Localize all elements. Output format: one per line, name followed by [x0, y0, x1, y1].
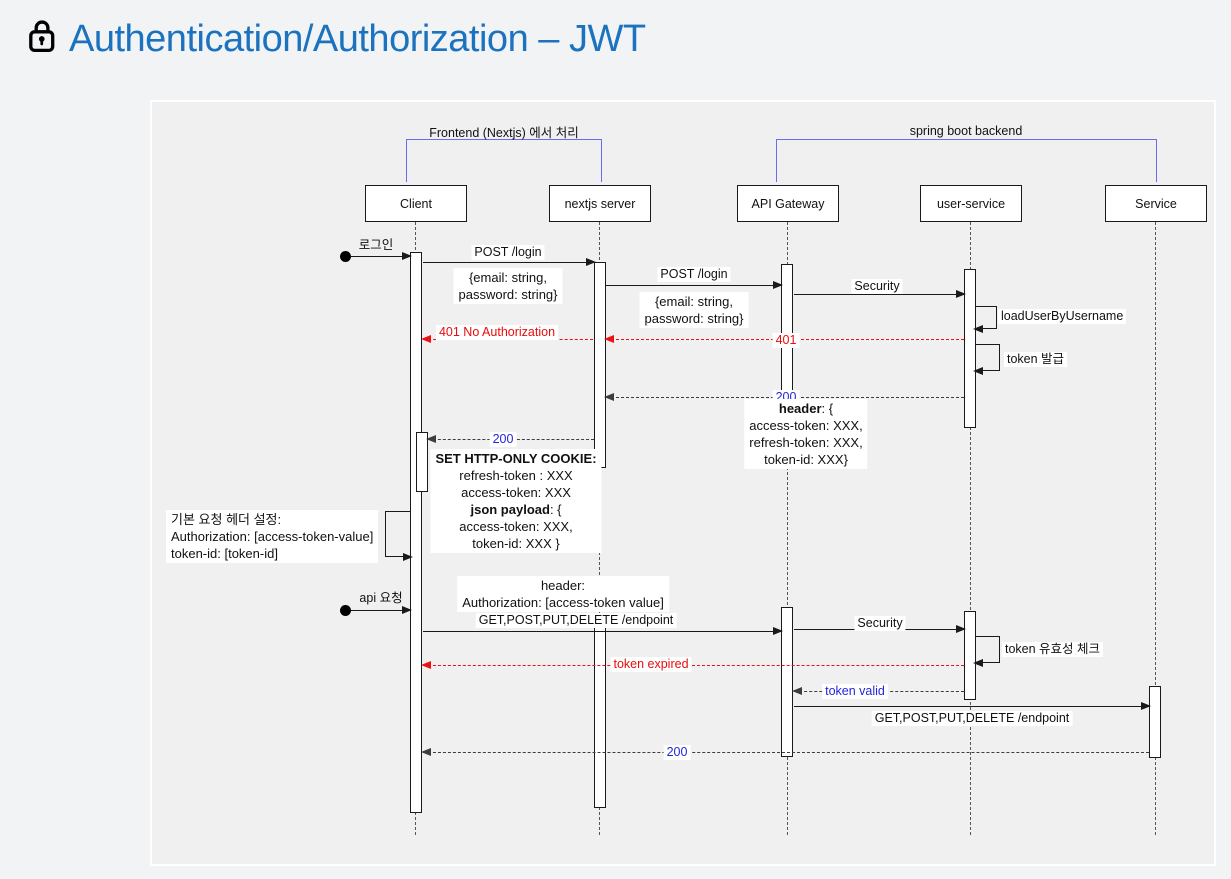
participant-client: Client	[365, 185, 467, 222]
arrow-endpoint-2	[794, 702, 1151, 710]
backend-group-bracket	[776, 139, 1157, 182]
frontend-group-label: Frontend (Nextjs) 에서 처리	[429, 126, 579, 140]
selfloop-set-default-headers	[385, 511, 413, 561]
label-post-login-2: POST /login	[657, 267, 731, 282]
label-200-client: 200	[489, 432, 517, 447]
activation-service	[1149, 686, 1161, 758]
label-endpoint-2: GET,POST,PUT,DELETE /endpoint	[871, 711, 1073, 726]
label-token-check: token 유효성 체크	[1002, 642, 1104, 657]
lock-icon	[26, 18, 62, 64]
lifeline-user-service	[970, 222, 971, 835]
selfloop-token-check	[973, 636, 1000, 667]
arrow-endpoint-1	[423, 627, 783, 635]
label-security-2: Security	[854, 616, 906, 631]
activation-user-service-api	[964, 611, 976, 700]
label-response-header-block: header: { access-token: XXX, refresh-tok…	[744, 399, 868, 469]
participant-api-gateway: API Gateway	[737, 185, 839, 222]
label-token-issue: token 발급	[1004, 352, 1068, 367]
page-title-text: Authentication/Authorization – JWT	[69, 17, 646, 60]
activation-client-main	[410, 252, 422, 813]
label-401-no-authorization: 401 No Authorization	[435, 325, 559, 340]
activation-nextjs-login	[594, 262, 606, 468]
arrow-security-1	[794, 290, 966, 298]
label-set-cookie-block: SET HTTP-ONLY COOKIE: refresh-token : XX…	[430, 449, 602, 553]
label-post-login-1: POST /login	[471, 245, 545, 260]
selfloop-load-user	[973, 306, 997, 333]
arrow-200-final	[421, 748, 1149, 756]
participant-service: Service	[1105, 185, 1207, 222]
frontend-group-bracket	[406, 139, 602, 182]
label-request-header-block: header: Authorization: [access-token val…	[457, 576, 669, 612]
backend-group-label: spring boot backend	[909, 124, 1023, 138]
arrow-token-expired	[421, 661, 964, 669]
label-login-trigger: 로그인	[358, 238, 394, 252]
label-401-gateway: 401	[772, 333, 800, 348]
label-security-1: Security	[851, 279, 903, 294]
diagram-panel	[150, 100, 1216, 866]
found-message-dot-login	[340, 251, 351, 262]
label-api-trigger: api 요청	[359, 591, 403, 605]
label-200-final: 200	[663, 745, 691, 760]
lifeline-gateway	[787, 222, 788, 835]
selfloop-token-issue	[973, 344, 1000, 375]
activation-client-nested	[416, 432, 428, 492]
arrow-login-trigger	[351, 252, 412, 260]
arrow-api-trigger	[351, 606, 412, 614]
label-endpoint-1: GET,POST,PUT,DELETE /endpoint	[475, 613, 677, 628]
activation-nextjs-api	[594, 624, 606, 808]
label-post-login-1-body: {email: string, password: string}	[453, 268, 563, 304]
label-token-valid: token valid	[822, 684, 888, 699]
label-load-user: loadUserByUsername	[998, 309, 1127, 324]
lifeline-service	[1155, 222, 1156, 835]
label-token-expired: token expired	[610, 657, 692, 672]
page-title: Authentication/Authorization – JWT	[26, 14, 646, 64]
participant-user-service: user-service	[920, 185, 1022, 222]
activation-user-service-login	[964, 269, 976, 428]
participant-nextjs-server: nextjs server	[549, 185, 651, 222]
arrow-post-login-1	[423, 258, 596, 266]
arrow-post-login-2	[606, 281, 783, 289]
label-post-login-2-body: {email: string, password: string}	[639, 292, 749, 328]
label-default-header-note: 기본 요청 헤더 설정: Authorization: [access-toke…	[166, 510, 379, 563]
activation-gateway-api	[781, 607, 793, 757]
found-message-dot-api	[340, 605, 351, 616]
